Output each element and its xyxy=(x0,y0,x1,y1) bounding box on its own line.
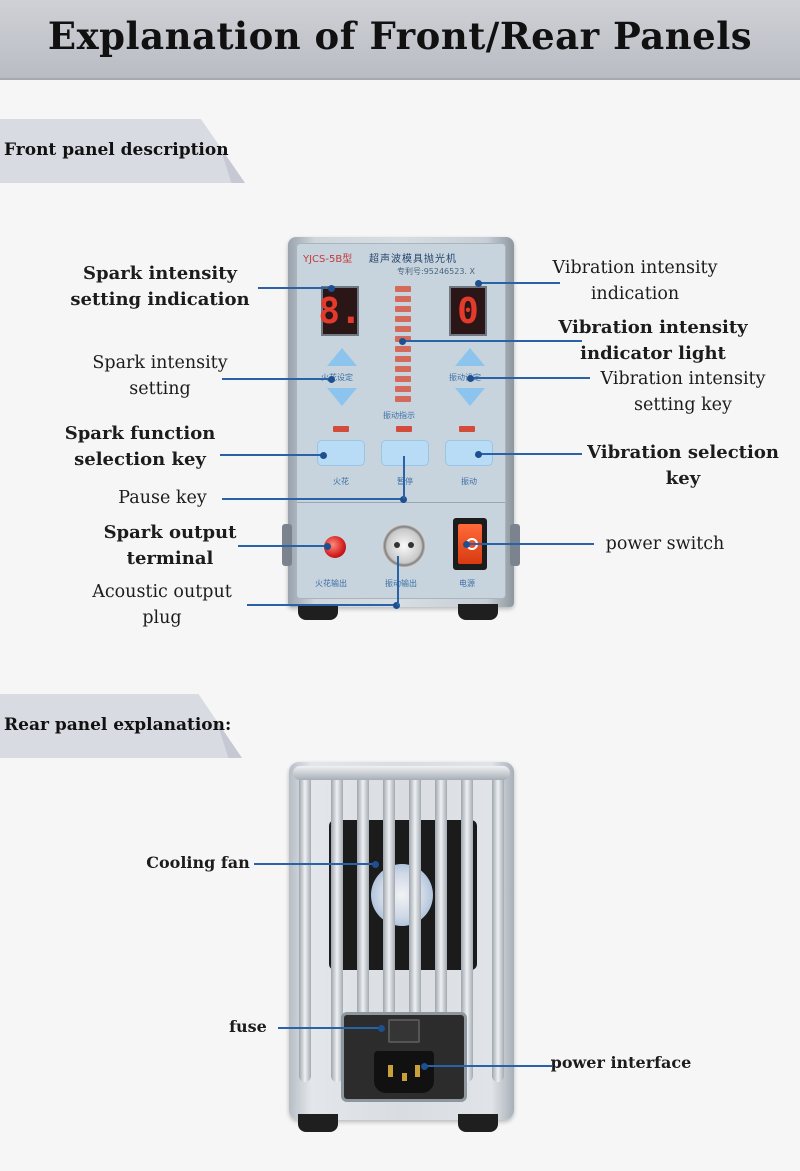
heatsink-fin xyxy=(331,766,343,1082)
heatsink-fin xyxy=(461,766,473,1082)
pause-key-label: 暂停 xyxy=(397,477,413,486)
pause-key[interactable] xyxy=(381,440,429,466)
heatsink-fin xyxy=(492,766,504,1082)
rear-section-heading: Rear panel explanation: xyxy=(4,715,232,735)
callout-line xyxy=(222,375,335,383)
spark-down-arrow-icon[interactable] xyxy=(327,388,357,406)
callout-line xyxy=(220,451,327,459)
spark-setting-label: 火花设定 xyxy=(321,373,353,382)
heatsink-fin xyxy=(409,766,421,1082)
patent-number: 专利号:95246523. X xyxy=(397,267,475,276)
panel-divider xyxy=(297,502,505,503)
power-interface-module xyxy=(341,1012,467,1102)
heatsink-fin xyxy=(299,766,311,1082)
fuse-label: fuse xyxy=(229,1017,267,1036)
vibration-intensity-display: 0 xyxy=(449,286,487,336)
power-label: 电源 xyxy=(459,579,475,588)
pause-led xyxy=(396,426,412,432)
callout-line xyxy=(222,495,407,503)
callout-line xyxy=(254,860,379,868)
spark-output-label: 火花输出 xyxy=(315,579,347,588)
heatsink-fin xyxy=(357,766,369,1082)
spark-intensity-display: 8. xyxy=(318,286,362,336)
front-left-foot xyxy=(298,604,338,620)
callout-line xyxy=(467,374,590,382)
right-side-handle xyxy=(510,524,520,566)
spark-key-label: 火花 xyxy=(333,477,349,486)
callout-line xyxy=(463,540,594,548)
heatsink-fin xyxy=(383,766,395,1082)
callout-line xyxy=(278,1024,385,1032)
acoustic-output-plug[interactable] xyxy=(382,524,426,568)
callout-line xyxy=(475,450,582,458)
front-face: YJCS-5B型 超声波模具抛光机 专利号:95246523. X 8. 0 振… xyxy=(296,243,506,599)
callout-line xyxy=(247,601,400,609)
power-socket[interactable] xyxy=(374,1051,434,1093)
spark-function-key-label: Spark function selection key xyxy=(64,423,216,470)
heatsink-top-bar xyxy=(293,766,510,780)
rear-panel-device xyxy=(289,762,514,1120)
vibration-led xyxy=(459,426,475,432)
power-interface-label: power interface xyxy=(550,1053,692,1072)
cooling-fan-label: Cooling fan xyxy=(146,853,250,872)
front-right-foot xyxy=(458,604,498,620)
spark-intensity-setting-label: Spark intensity setting xyxy=(92,353,228,399)
power-switch-label: power switch xyxy=(605,534,725,554)
model-number: YJCS-5B型 xyxy=(303,254,353,265)
front-section-heading: Front panel description xyxy=(4,140,229,160)
cooling-fan xyxy=(329,820,477,970)
rear-right-foot xyxy=(458,1114,498,1132)
callout-line-vertical xyxy=(397,556,399,606)
vibration-indicator-label: 振动指示 xyxy=(383,411,415,420)
vibration-output-label: 振动输出 xyxy=(385,579,417,588)
callout-line-vertical xyxy=(403,456,405,499)
title-banner: Explanation of Front/Rear Panels xyxy=(0,0,800,80)
spark-output-terminal[interactable] xyxy=(324,536,346,558)
vibration-up-arrow-icon[interactable] xyxy=(455,348,485,366)
spark-output-terminal-label: Spark output terminal xyxy=(103,522,237,569)
fuse-holder[interactable] xyxy=(388,1019,420,1043)
callout-line xyxy=(399,337,582,345)
vibration-setting-key-label: Vibration intensity setting key xyxy=(600,369,766,415)
spark-led xyxy=(333,426,349,432)
pause-key-label-text: Pause key xyxy=(118,488,207,508)
front-panel-device: YJCS-5B型 超声波模具抛光机 专利号:95246523. X 8. 0 振… xyxy=(282,237,520,607)
vibration-down-arrow-icon[interactable] xyxy=(455,388,485,406)
page-title: Explanation of Front/Rear Panels xyxy=(47,14,753,58)
vibration-setting-label: 振动设定 xyxy=(449,373,481,382)
fan-hub xyxy=(371,864,433,926)
vibration-indicator-light-label: Vibration intensity indicator light xyxy=(558,317,748,364)
callout-line xyxy=(258,284,335,292)
device-name: 超声波模具抛光机 xyxy=(369,254,457,265)
spark-up-arrow-icon[interactable] xyxy=(327,348,357,366)
rear-left-foot xyxy=(298,1114,338,1132)
vibration-intensity-indication-label: Vibration intensity indication xyxy=(552,258,718,304)
callout-line xyxy=(475,279,560,287)
callout-line xyxy=(238,542,331,550)
vibration-indicator-bar xyxy=(393,286,413,408)
acoustic-output-plug-label: Acoustic output plug xyxy=(92,582,232,628)
vibration-selection-key-label: Vibration selection key xyxy=(587,442,779,489)
callout-line xyxy=(421,1062,552,1070)
spark-intensity-indication-label: Spark intensity setting indication xyxy=(70,263,250,310)
vibration-key-label: 振动 xyxy=(461,477,477,486)
heatsink-fin xyxy=(435,766,447,1082)
